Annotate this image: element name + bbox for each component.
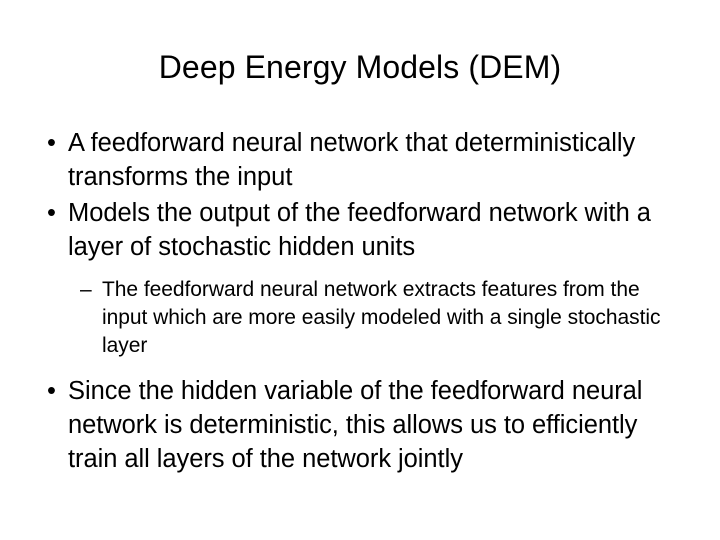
sub-list-item: – The feedforward neural network extract… bbox=[0, 276, 720, 360]
bullet-marker-icon: • bbox=[47, 129, 56, 157]
dash-marker-icon: – bbox=[80, 278, 92, 301]
bullet-marker-icon: • bbox=[47, 377, 56, 405]
list-item-text: Since the hidden variable of the feedfor… bbox=[68, 377, 643, 473]
list-item: • Models the output of the feedforward n… bbox=[0, 196, 720, 264]
slide-body: • A feedforward neural network that dete… bbox=[0, 126, 720, 476]
list-item-text: Models the output of the feedforward net… bbox=[68, 199, 651, 261]
bullet-marker-icon: • bbox=[47, 199, 56, 227]
sub-list-item-text: The feedforward neural network extracts … bbox=[102, 278, 661, 357]
page-title: Deep Energy Models (DEM) bbox=[158, 49, 562, 85]
list-item: • A feedforward neural network that dete… bbox=[0, 126, 720, 194]
list-item-text: A feedforward neural network that determ… bbox=[68, 129, 636, 191]
list-item: • Since the hidden variable of the feedf… bbox=[0, 374, 720, 476]
